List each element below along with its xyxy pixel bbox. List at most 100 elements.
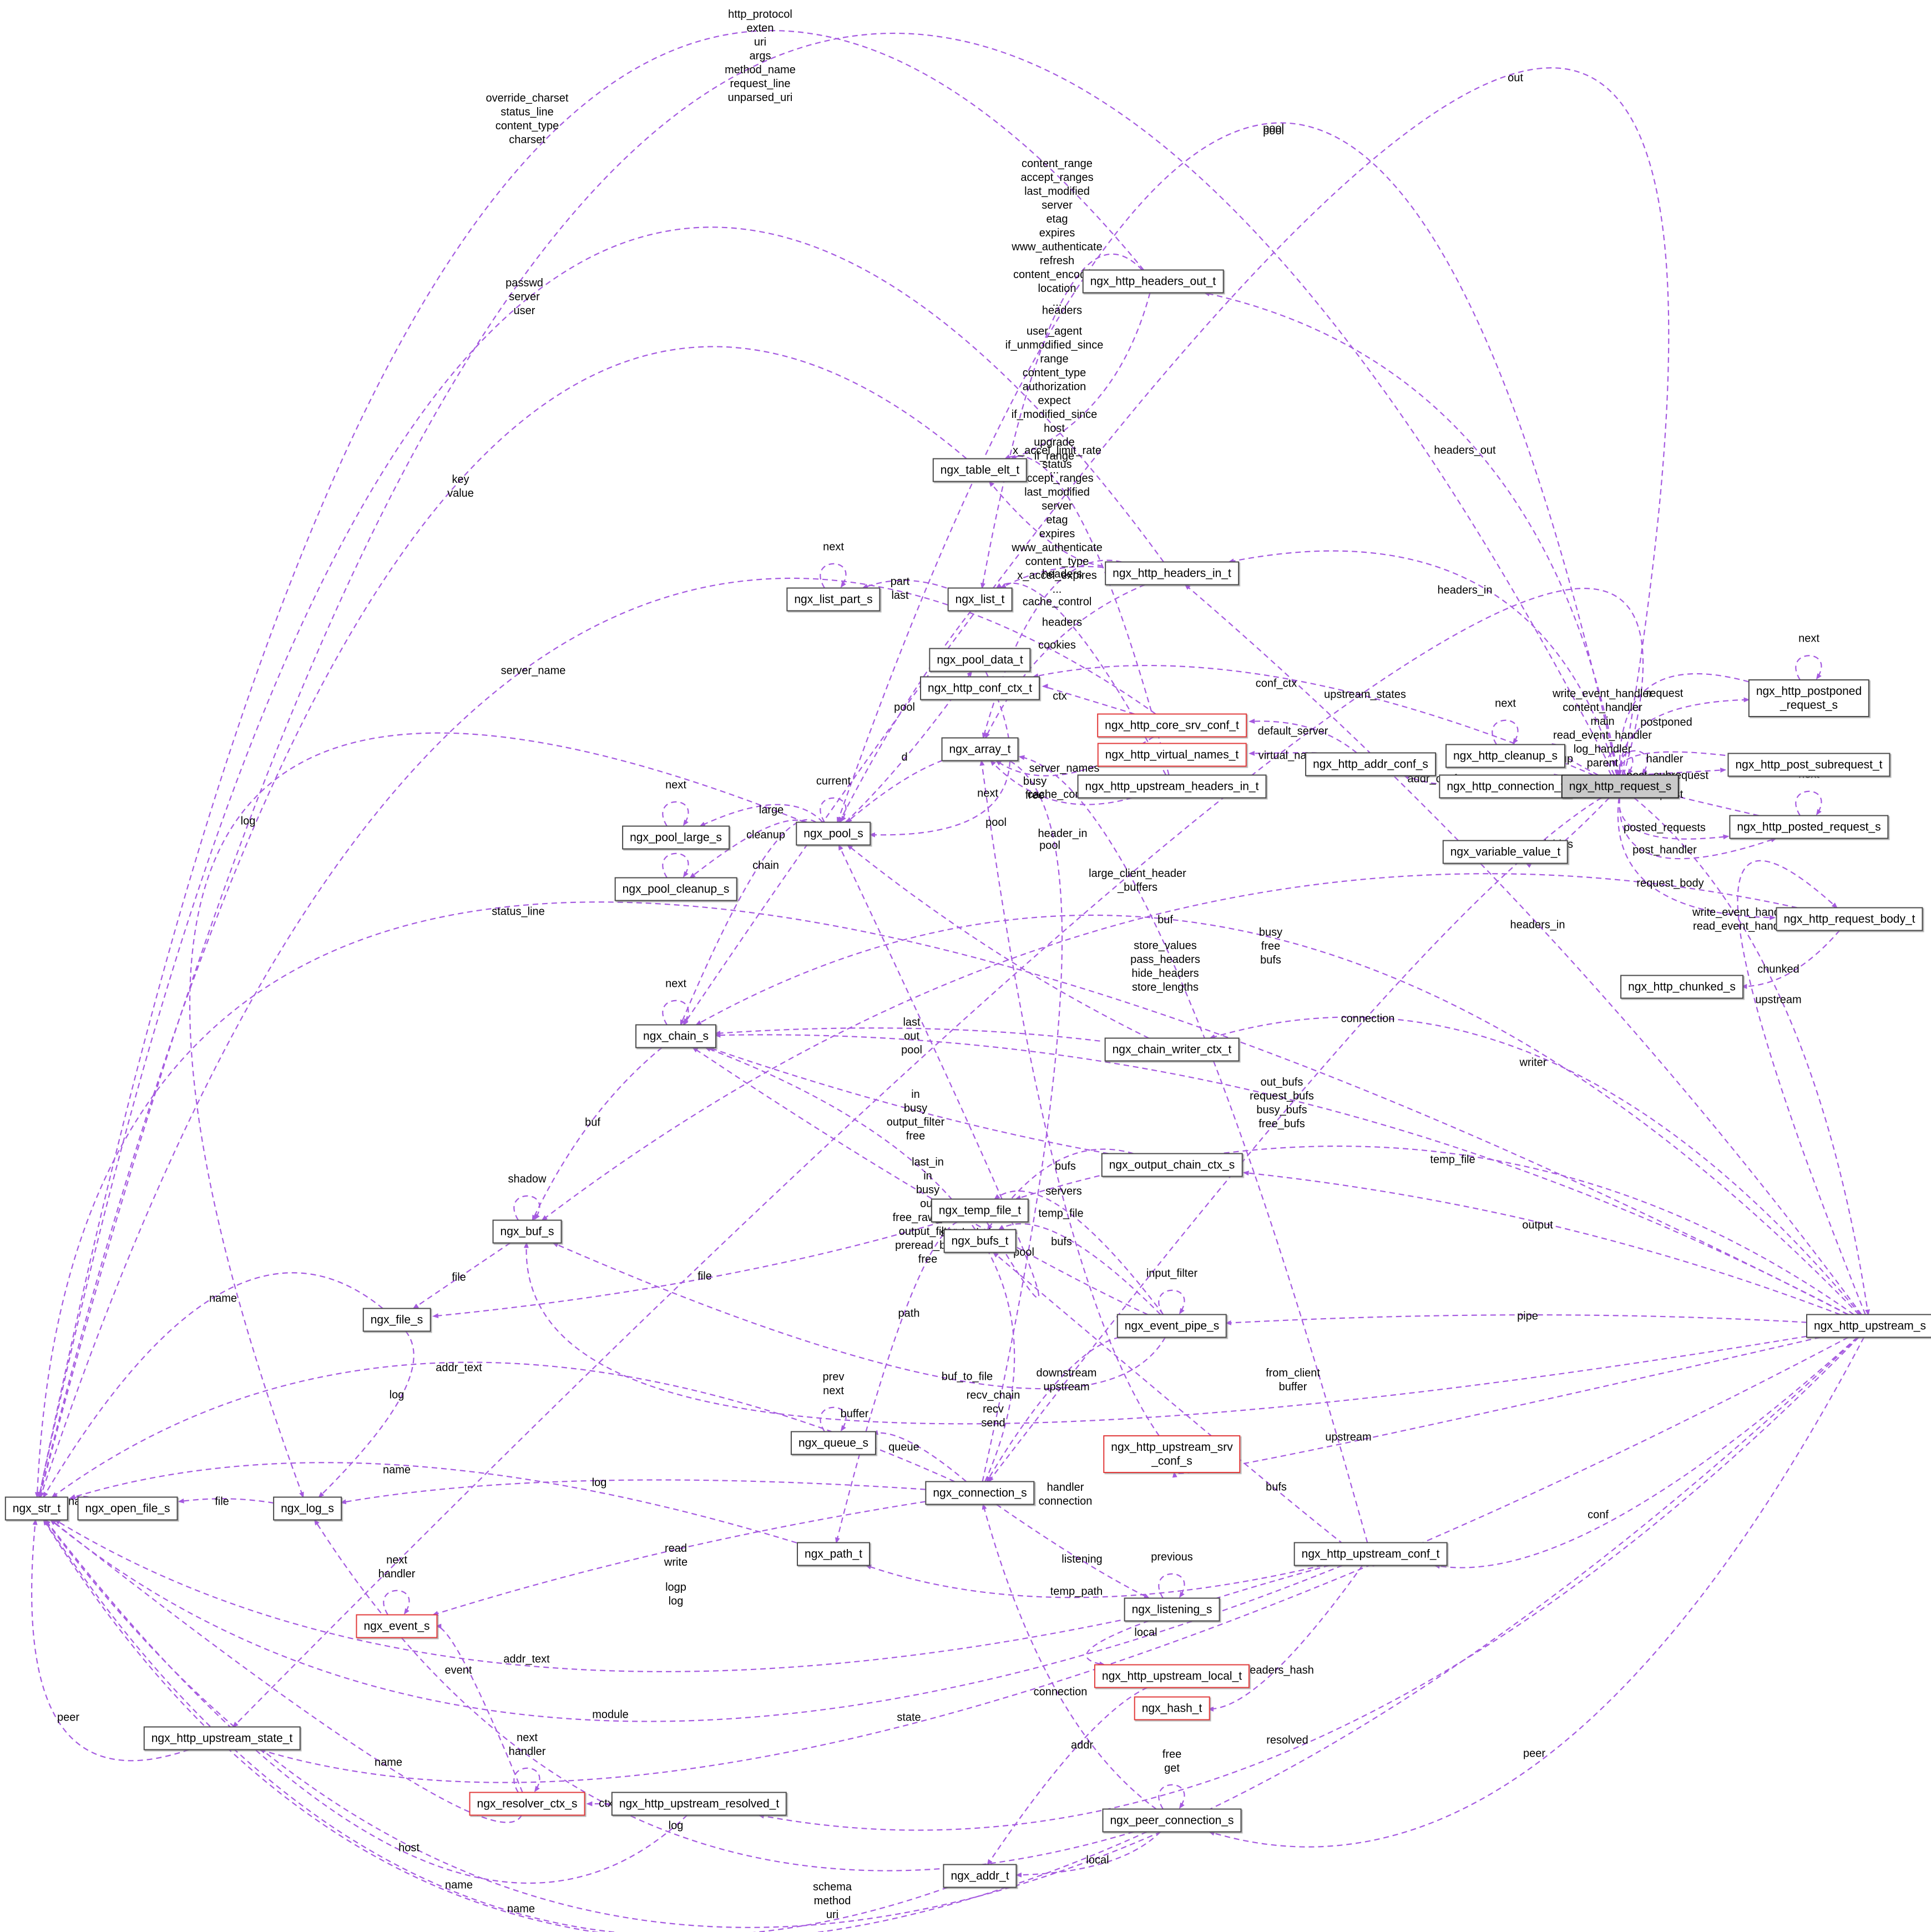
edge-upstream-str	[44, 1336, 1858, 1928]
self-loop-posted_request	[1795, 790, 1822, 816]
node-addr_conf[interactable]: ngx_http_addr_conf_s	[1305, 752, 1436, 776]
node-headers_in_t[interactable]: ngx_http_headers_in_t	[1105, 561, 1239, 586]
node-chain_writer[interactable]: ngx_chain_writer_ctx_t	[1104, 1037, 1240, 1062]
node-list_t[interactable]: ngx_list_t	[947, 587, 1013, 612]
node-pool_large[interactable]: ngx_pool_large_s	[622, 825, 730, 850]
edge-upstream-peer_connection	[1208, 1336, 1865, 1848]
node-upstream_local[interactable]: ngx_http_upstream_local_t	[1094, 1664, 1250, 1688]
edge-request_body-chunked	[1741, 930, 1841, 989]
edge-upstream_conf-path	[865, 1565, 1323, 1598]
node-event_pipe[interactable]: ngx_event_pipe_s	[1116, 1314, 1227, 1338]
self-loop-postponed	[1795, 655, 1822, 680]
node-peer_connection[interactable]: ngx_peer_connection_s	[1102, 1808, 1242, 1833]
edge-upstream-output_chain	[1242, 1171, 1841, 1315]
self-loop-pool_large	[662, 801, 689, 827]
edge-upstream-headers_in_t	[1184, 584, 1862, 1315]
node-buf[interactable]: ngx_buf_s	[492, 1219, 562, 1244]
node-resolver_ctx[interactable]: ngx_resolver_ctx_s	[469, 1792, 585, 1816]
edge-request-upstream_state	[232, 588, 1644, 1728]
edge-list_t-pool	[838, 610, 972, 824]
node-upstream_srv_conf[interactable]: ngx_http_upstream_srv _conf_s	[1103, 1435, 1241, 1473]
node-temp_file[interactable]: ngx_temp_file_t	[931, 1198, 1029, 1223]
node-bufs_t[interactable]: ngx_bufs_t	[943, 1229, 1017, 1253]
node-conf_ctx_t[interactable]: ngx_http_conf_ctx_t	[920, 676, 1040, 700]
node-chunked[interactable]: ngx_http_chunked_s	[1620, 975, 1743, 999]
edge-addr_conf-core_srv_conf	[1248, 718, 1357, 754]
node-upstream_headers_in[interactable]: ngx_http_upstream_headers_in_t	[1077, 774, 1267, 799]
node-str[interactable]: ngx_str_t	[4, 1496, 69, 1521]
edge-event_pipe-chain	[692, 1047, 1148, 1315]
edge-connection-chain	[704, 1047, 1015, 1482]
node-upstream_state[interactable]: ngx_http_upstream_state_t	[143, 1726, 301, 1751]
edge-event_pipe-bufs_t	[998, 1223, 1161, 1315]
node-cleanup_s[interactable]: ngx_http_cleanup_s	[1445, 744, 1565, 768]
edge-upstream_conf-hash	[1207, 1565, 1363, 1712]
edge-event_pipe-temp_file	[993, 1190, 1164, 1315]
edge-request-request_body	[1617, 798, 1776, 920]
edge-chain_writer-pool	[846, 844, 1149, 1039]
edge-upstream-upstream_srv_conf	[1172, 1336, 1821, 1478]
node-open_file[interactable]: ngx_open_file_s	[77, 1496, 178, 1521]
node-http_connection[interactable]: ngx_http_connection_t	[1439, 774, 1572, 799]
node-hash[interactable]: ngx_hash_t	[1134, 1696, 1210, 1721]
edge-headers_out_t-list_t	[980, 253, 1143, 589]
edge-connection-event	[432, 1501, 926, 1616]
node-upstream_resolved[interactable]: ngx_http_upstream_resolved_t	[611, 1792, 787, 1816]
edge-pool-log	[189, 732, 805, 1499]
edge-upstream-event_pipe	[1225, 1314, 1807, 1325]
node-list_part[interactable]: ngx_list_part_s	[786, 587, 881, 612]
edge-upstream_conf-array_t	[1018, 755, 1368, 1543]
node-virtual_names[interactable]: ngx_http_virtual_names_t	[1097, 743, 1247, 767]
node-upstream_conf[interactable]: ngx_http_upstream_conf_t	[1293, 1542, 1448, 1566]
node-variable_value[interactable]: ngx_variable_value_t	[1442, 840, 1569, 864]
node-pool[interactable]: ngx_pool_s	[796, 821, 871, 846]
edge-chain_writer-chain	[714, 1027, 1100, 1042]
edge-request_body-buf	[541, 873, 1798, 1221]
edge-temp_file-pool	[838, 844, 1040, 1299]
edge-upstream_state-str	[31, 1519, 189, 1762]
self-loop-chain	[662, 1000, 689, 1026]
edge-file-str	[43, 1272, 383, 1499]
self-loop-peer_connection	[1158, 1784, 1185, 1810]
node-output_chain[interactable]: ngx_output_chain_ctx_s	[1101, 1153, 1243, 1177]
edge-upstream_resolved-str	[44, 1519, 688, 1884]
self-loop-event_pipe	[1158, 1289, 1185, 1315]
node-upstream[interactable]: ngx_http_upstream_s	[1806, 1314, 1931, 1338]
node-posted_request[interactable]: ngx_http_posted_request_s	[1729, 815, 1889, 839]
edge-temp_file-path	[835, 1221, 958, 1544]
node-path[interactable]: ngx_path_t	[797, 1542, 870, 1566]
edge-log-open_file	[178, 1498, 274, 1504]
node-core_srv_conf[interactable]: ngx_http_core_srv_conf_t	[1097, 713, 1247, 738]
node-table_elt[interactable]: ngx_table_elt_t	[932, 458, 1028, 482]
node-request_body[interactable]: ngx_http_request_body_t	[1776, 907, 1923, 931]
edge-peer_connection-addr	[1015, 1831, 1161, 1878]
edge-temp_file-file	[432, 1221, 942, 1319]
node-request[interactable]: ngx_http_request_s	[1561, 774, 1680, 799]
node-queue[interactable]: ngx_queue_s	[790, 1431, 877, 1455]
node-post_subrequest[interactable]: ngx_http_post_subrequest_t	[1727, 753, 1890, 777]
node-file[interactable]: ngx_file_s	[362, 1308, 431, 1332]
node-pool_data[interactable]: ngx_pool_data_t	[929, 648, 1031, 672]
node-event[interactable]: ngx_event_s	[356, 1614, 438, 1638]
edge-upstream-str	[34, 901, 1848, 1499]
self-loop-request	[1621, 750, 1648, 776]
edge-listening-str	[54, 1519, 1121, 1672]
node-headers_out_t[interactable]: ngx_http_headers_out_t	[1082, 269, 1224, 294]
edge-request-upstream	[1634, 797, 1870, 1316]
node-listening[interactable]: ngx_listening_s	[1124, 1597, 1220, 1622]
edge-event_pipe-connection	[986, 1336, 1120, 1483]
node-postponed[interactable]: ngx_http_postponed _request_s	[1748, 679, 1870, 717]
node-connection[interactable]: ngx_connection_s	[925, 1481, 1035, 1505]
edge-connection-queue	[872, 1430, 967, 1482]
edge-request-posted_request	[1618, 798, 1730, 840]
node-log[interactable]: ngx_log_s	[273, 1496, 342, 1521]
self-loop-buf	[513, 1195, 540, 1221]
edge-headers_out_t-str	[37, 30, 1144, 1499]
node-addr[interactable]: ngx_addr_t	[943, 1864, 1017, 1888]
node-pool_cleanup[interactable]: ngx_pool_cleanup_s	[614, 877, 737, 901]
node-array_t[interactable]: ngx_array_t	[941, 737, 1019, 761]
edge-pool-pool_cleanup	[689, 819, 807, 879]
edge-request-postponed	[1619, 697, 1750, 775]
node-chain[interactable]: ngx_chain_s	[635, 1024, 716, 1048]
